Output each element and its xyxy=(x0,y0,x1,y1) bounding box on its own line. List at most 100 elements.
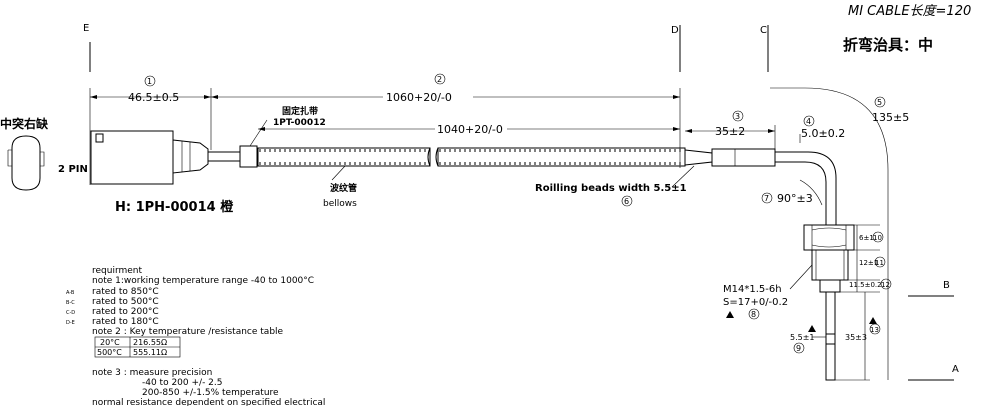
balloon-6 xyxy=(621,195,633,207)
bellows-leader xyxy=(331,165,346,181)
dimension-90-deg: 90°±3 xyxy=(777,192,813,205)
dimension-5-0: 5.0±0.2 xyxy=(801,127,845,140)
note-1: note 1:working temperature range -40 to … xyxy=(92,276,314,286)
section-mark-c: C xyxy=(760,25,767,36)
range-code: B-C xyxy=(66,300,75,306)
balloon-12 xyxy=(880,278,892,290)
dimension-11-5: 11.5±0.2 xyxy=(849,281,882,289)
balloon-5 xyxy=(874,96,886,108)
cable-tie-leader xyxy=(249,119,268,147)
transition-sleeve xyxy=(711,148,776,167)
dimension-5-5: 5.5±1 xyxy=(790,333,815,342)
bellows-en-label: bellows xyxy=(323,199,357,209)
balloon-10 xyxy=(872,231,884,243)
spigot xyxy=(819,279,841,293)
datum-triangle xyxy=(869,317,877,324)
range-text: rated to 180°C xyxy=(92,317,159,327)
balloon-6-label: 6 xyxy=(624,197,629,206)
arrow xyxy=(768,129,775,133)
note-2: note 2 : Key temperature /resistance tab… xyxy=(92,327,284,337)
hex-size-spec: S=17+0/-0.2 xyxy=(723,297,788,308)
mi-cable-outer xyxy=(775,151,837,225)
cable-tie xyxy=(239,145,258,168)
arrow xyxy=(211,95,218,99)
thread-spec: M14*1.5-6h xyxy=(723,284,782,295)
table-res: 216.55Ω xyxy=(133,338,167,347)
balloon-2-label: 2 xyxy=(437,75,442,84)
datum-triangle xyxy=(726,311,734,318)
balloon-2 xyxy=(434,73,446,85)
connector-boot xyxy=(172,139,209,174)
dimension-6: 6±1 xyxy=(859,234,874,242)
balloon-7-label: 7 xyxy=(764,194,769,203)
dim-label-bg xyxy=(383,91,473,103)
balloon-8 xyxy=(748,308,760,320)
balloon-3-label: 3 xyxy=(735,112,740,121)
dimension-46-5: 46.5±0.5 xyxy=(128,91,179,104)
mi-cable-length: MI CABLE长度=120 xyxy=(848,4,971,19)
bellows-cn-label: 波纹管 xyxy=(330,182,357,194)
requirement-heading: requirment xyxy=(92,266,143,276)
balloon-4-label: 4 xyxy=(806,117,811,126)
bending-fixture-label: 折弯治具：中 xyxy=(843,36,933,54)
balloon-9 xyxy=(793,342,805,354)
dimension-35-3: 35±3 xyxy=(845,333,867,342)
table-temp: 20°C xyxy=(100,338,120,347)
balloon-9-label: 9 xyxy=(796,344,801,353)
section-mark-e: E xyxy=(83,23,89,34)
cable-tie-cn-label: 固定扎带 xyxy=(282,105,318,117)
range-code: A-B xyxy=(66,290,75,296)
probe-tip xyxy=(825,333,836,345)
balloon-8-label: 8 xyxy=(751,310,756,319)
hex-face xyxy=(811,227,847,248)
wire-exit xyxy=(207,151,241,162)
probe-tube xyxy=(825,291,836,381)
precision-1: -40 to 200 +/- 2.5 xyxy=(142,378,223,388)
arrow xyxy=(685,129,692,133)
range-code: C-D xyxy=(66,310,75,316)
bend-radius-arc xyxy=(804,87,889,380)
balloon-13 xyxy=(869,323,881,335)
connector-type-label: 中突右缺 xyxy=(0,116,49,131)
balloon-11 xyxy=(874,256,886,268)
balloon-10-label: 10 xyxy=(873,234,882,242)
pin-count-label: 2 PIN xyxy=(58,164,88,175)
cable-tie-part-label: 1PT-00012 xyxy=(273,118,326,128)
section-mark-d: D xyxy=(671,25,679,36)
thread-leader xyxy=(789,264,813,290)
bellows-break xyxy=(427,147,439,167)
section-mark-a: A xyxy=(952,364,959,375)
hex-nut xyxy=(803,224,855,251)
arrow xyxy=(90,95,97,99)
dim-label-bg xyxy=(435,123,507,135)
range-text: rated to 200°C xyxy=(92,307,159,317)
balloon-4 xyxy=(803,115,815,127)
rolling-beads-leader xyxy=(671,165,695,188)
thread-body xyxy=(811,249,849,281)
dimension-12: 12±1 xyxy=(859,259,878,267)
angle-arc xyxy=(799,179,823,206)
precision-2: 200-850 +/-1.5% temperature xyxy=(142,388,279,398)
balloon-1-label: 1 xyxy=(147,77,152,86)
bellows-left-section xyxy=(257,147,431,167)
note-3: note 3 : measure precision xyxy=(92,368,212,378)
transition-taper xyxy=(684,149,713,166)
balloon-1 xyxy=(144,75,156,87)
balloon-7 xyxy=(761,192,773,204)
range-text: rated to 500°C xyxy=(92,297,159,307)
arrow xyxy=(673,95,680,99)
section-mark-b: B xyxy=(943,280,950,291)
balloon-5-label: 5 xyxy=(877,98,882,107)
note-last: normal resistance dependent on specified… xyxy=(92,398,325,406)
range-text: rated to 850°C xyxy=(92,287,159,297)
range-code: D-E xyxy=(66,320,75,326)
dimension-35: 35±2 xyxy=(715,125,745,138)
arrow xyxy=(673,127,680,131)
table-res: 555.11Ω xyxy=(133,348,167,357)
connector-face-key xyxy=(7,149,45,167)
dimension-1040: 1040+20/-0 xyxy=(437,123,503,136)
bellows-corrugation xyxy=(259,149,681,165)
datum-triangle xyxy=(808,325,816,332)
dimension-135: 135±5 xyxy=(872,111,909,124)
